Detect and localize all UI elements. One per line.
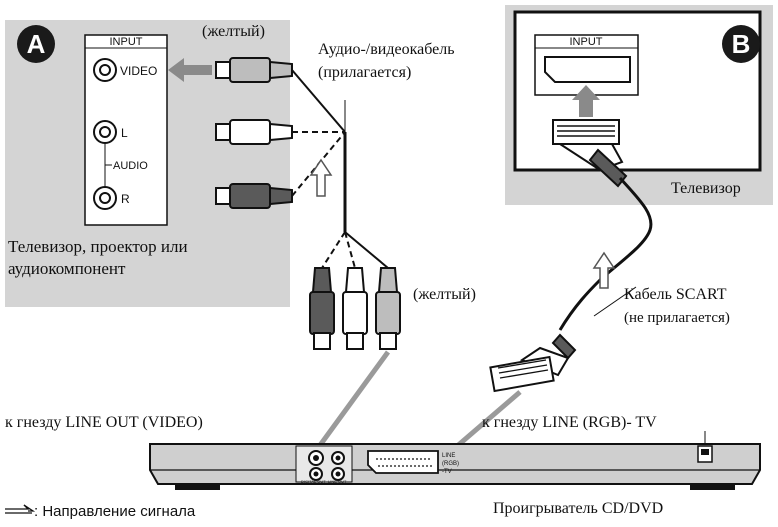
player-video-jack [308, 450, 324, 466]
player-scart-pins [376, 458, 432, 467]
player-foot-left [175, 484, 220, 490]
scart-socket [544, 56, 631, 83]
player-digital-jack [309, 467, 323, 481]
rca-plug-red-player [309, 267, 335, 350]
rca-plug-white-tv [215, 119, 293, 145]
panel-b-caption: Телевизор [671, 180, 741, 197]
video-jack-label: VIDEO [120, 64, 157, 78]
audio-label: AUDIO [113, 160, 148, 172]
label-yellow-mid: (желтый) [413, 286, 476, 303]
player-audio-jack-top [331, 451, 345, 465]
rca-plug-white-player [342, 267, 368, 350]
rca-plug-red-tv [215, 183, 293, 209]
signal-arrow-into-scart-icon [572, 85, 600, 117]
panel-a-badge [17, 25, 55, 63]
dvd-player: DIGITAL OUT LINE OUT LINE (RGB) -TV [149, 443, 761, 490]
panel-a-badge-letter: A [27, 29, 46, 59]
audio-l-label: L [121, 126, 128, 140]
player-digital-out-label: DIGITAL OUT [301, 479, 326, 484]
audio-l-jack [93, 120, 117, 144]
legend-text: : Направление сигнала [34, 503, 196, 520]
video-connection-line [315, 350, 391, 450]
label-av-cable-line1: Аудио-/видеокабель [318, 41, 455, 58]
player-scart-label-line2: (RGB) [442, 461, 459, 467]
panel-b: B INPUT Телевизор [505, 5, 773, 205]
panel-a-input-label: INPUT [110, 36, 143, 48]
panel-b-badge-letter: B [732, 29, 751, 59]
scart-plug-tv [552, 119, 628, 188]
signal-arrow-into-video-icon [168, 58, 212, 82]
player-foot-right [690, 484, 735, 490]
panel-a-caption-line1: Телевизор, проектор или [8, 237, 188, 256]
panel-a-caption-line2: аудиокомпонент [8, 259, 126, 278]
label-line-out-jack: к гнезду LINE OUT (VIDEO) [5, 414, 203, 431]
legend: : Направление сигнала [5, 503, 196, 520]
scart-cable-line [558, 176, 653, 331]
label-av-cable-line2: (прилагается) [318, 64, 411, 81]
player-scart-label-line3: -TV [442, 469, 452, 475]
player-line-out-label: LINE OUT [328, 479, 347, 484]
av-cable-lines [291, 69, 389, 269]
label-scart-cable-line1: Кабель SCART [624, 286, 727, 303]
panel-b-input-label: INPUT [570, 36, 603, 48]
scart-plug-player [489, 333, 577, 393]
label-player: Проигрыватель CD/DVD [493, 500, 663, 517]
player-scart-label-line1: LINE [442, 453, 455, 459]
label-line-rgb-jack: к гнезду LINE (RGB)- TV [482, 414, 657, 431]
panel-b-badge [722, 25, 760, 63]
audio-r-jack [93, 186, 117, 210]
signal-direction-arrow-av-icon [309, 158, 333, 197]
player-power-terminal-inner [701, 449, 709, 455]
legend-arrow-head [23, 504, 36, 512]
legend-arrow-icon [5, 504, 32, 514]
label-scart-cable-line2: (не прилагается) [624, 310, 730, 326]
rca-plug-video-player [375, 267, 401, 350]
video-jack [93, 58, 117, 82]
signal-direction-arrow-scart-icon [592, 251, 616, 289]
audio-r-label: R [121, 192, 130, 206]
player-audio-jack-bottom [331, 467, 345, 481]
player-scart-socket [367, 450, 439, 474]
label-yellow-top: (желтый) [202, 23, 265, 40]
rca-plug-video-tv [215, 57, 293, 83]
rca-plugs-tv-side [215, 57, 293, 209]
scart-cable-pointer [593, 286, 637, 317]
rca-plugs-player-side [309, 267, 401, 350]
